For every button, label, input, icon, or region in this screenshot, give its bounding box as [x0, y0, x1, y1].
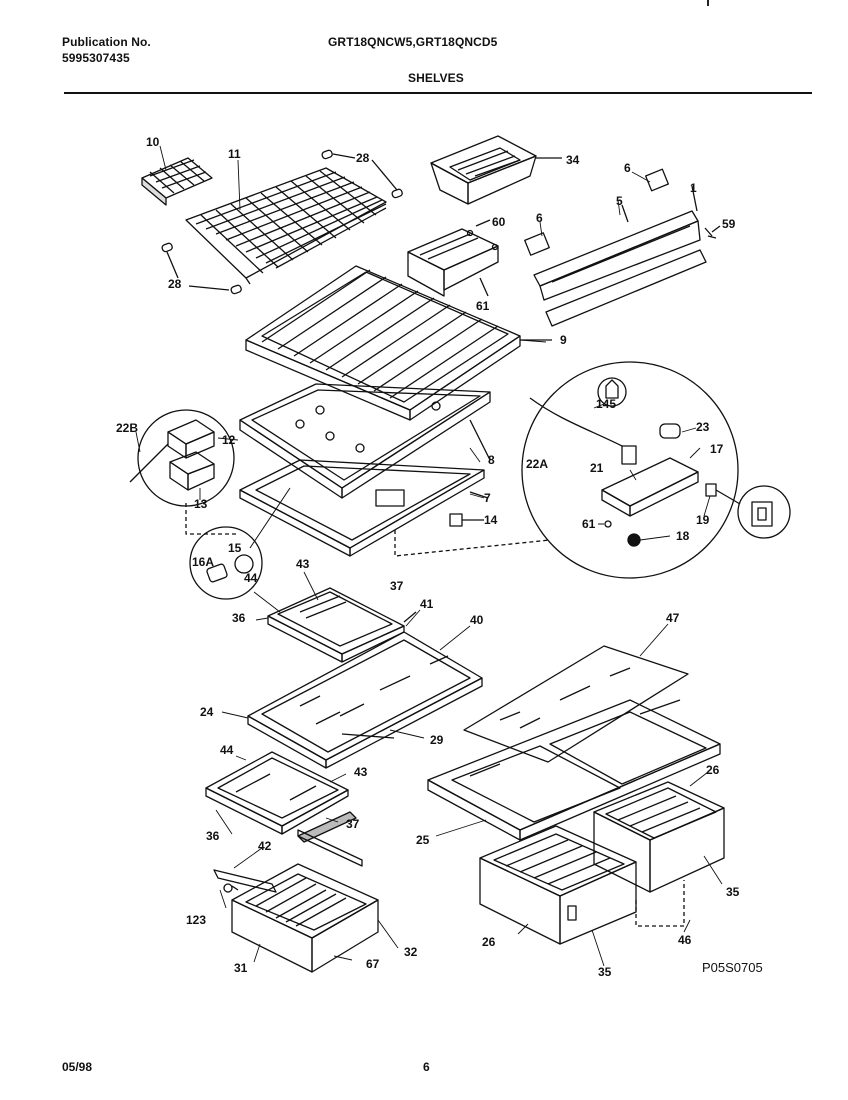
leader-lines: [135, 145, 723, 967]
freezer-floor-part: [245, 265, 552, 421]
callout-44a: 44: [244, 571, 258, 585]
callout-60: 60: [492, 215, 506, 229]
callout-32: 32: [404, 945, 418, 959]
clip-part: [449, 513, 484, 527]
callout-61b: 61: [582, 517, 596, 531]
publication-number: 5995307435: [62, 51, 130, 65]
callout-25: 25: [416, 833, 430, 847]
callout-10: 10: [146, 135, 160, 149]
wire-shelf-part: [185, 167, 387, 285]
callout-28a: 28: [356, 151, 370, 165]
crisper-rail-part: [213, 829, 363, 893]
callout-29: 29: [430, 733, 444, 747]
section-title: SHELVES: [408, 71, 464, 85]
large-glass-panel-part: [463, 645, 689, 763]
callout-42: 42: [258, 839, 272, 853]
light-bulb-detail-callout: [189, 526, 263, 600]
callout-28b: 28: [168, 277, 182, 291]
crisper-cover-frame-part: [427, 699, 721, 841]
callout-37a: 37: [390, 579, 404, 593]
callout-46: 46: [678, 933, 692, 947]
callout-11: 11: [228, 147, 241, 161]
callout-6b: 6: [536, 211, 543, 225]
callout-15: 15: [228, 541, 242, 555]
callout-23: 23: [696, 420, 710, 434]
callout-8: 8: [488, 453, 495, 467]
footer-date: 05/98: [62, 1060, 93, 1074]
callout-36b: 36: [206, 829, 220, 843]
light-switch-detail-callout: [129, 409, 235, 507]
callout-59: 59: [722, 217, 736, 231]
callout-14: 14: [484, 513, 498, 527]
callout-44b: 44: [220, 743, 234, 757]
rear-control-bracket-part: [524, 168, 721, 327]
dashed-reference-lines: [185, 503, 685, 927]
callout-22b: 22B: [116, 421, 138, 435]
callout-19: 19: [696, 513, 710, 527]
callout-18: 18: [676, 529, 690, 543]
callout-22a: 22A: [526, 457, 548, 471]
callout-47: 47: [666, 611, 680, 625]
callout-26b: 26: [482, 935, 496, 949]
large-glass-shelf-part: [247, 631, 483, 769]
callout-145: 145: [596, 397, 616, 411]
callout-labels: 10 11 28 28 34 6 1 5 6 59 60 61 9 145 23…: [116, 135, 763, 979]
callout-43b: 43: [354, 765, 368, 779]
callout-9: 9: [560, 333, 567, 347]
crisper-drawer-center-part: [479, 825, 637, 945]
callout-1: 1: [690, 181, 697, 195]
callout-26a: 26: [706, 763, 720, 777]
crisper-drawer-small-part: [231, 863, 379, 973]
edge-tick-mark: [707, 0, 709, 6]
ice-cube-tray-part: [141, 157, 213, 206]
model-numbers: GRT18QNCW5,GRT18QNCD5: [328, 35, 498, 49]
crisper-drawer-right-part: [593, 781, 725, 893]
callout-6a: 6: [624, 161, 631, 175]
ice-server-bracket-part: [407, 219, 499, 297]
callout-35b: 35: [598, 965, 612, 979]
callout-31: 31: [234, 961, 248, 975]
callout-21: 21: [590, 461, 604, 475]
shelf-end-caps-part: [161, 149, 403, 295]
callout-5: 5: [616, 194, 623, 208]
callout-17: 17: [710, 442, 724, 456]
callout-34: 34: [566, 153, 580, 167]
small-glass-shelf-lower-part: [205, 751, 357, 843]
callout-7: 7: [484, 491, 491, 505]
callout-61a: 61: [476, 299, 490, 313]
callout-67: 67: [366, 957, 380, 971]
callout-13: 13: [194, 497, 208, 511]
callout-36a: 36: [232, 611, 246, 625]
callout-16a: 16A: [192, 555, 214, 569]
cover-frame-part: [239, 459, 489, 557]
publication-label: Publication No.: [62, 35, 151, 49]
callout-43a: 43: [296, 557, 310, 571]
callout-40: 40: [470, 613, 484, 627]
freezer-basket-part: [430, 135, 562, 205]
shelf-frame-part: [239, 383, 491, 499]
callout-12: 12: [222, 433, 236, 447]
callout-24: 24: [200, 705, 214, 719]
callout-35a: 35: [726, 885, 740, 899]
header-rule: [64, 92, 812, 94]
callout-123: 123: [186, 913, 206, 927]
small-glass-shelf-upper-part: [267, 587, 417, 663]
diagram-code: P05S0705: [702, 960, 763, 975]
page-number: 6: [423, 1060, 430, 1074]
control-housing-detail-callout: [521, 361, 791, 579]
callout-41: 41: [420, 597, 434, 611]
callout-37b: 37: [346, 817, 360, 831]
